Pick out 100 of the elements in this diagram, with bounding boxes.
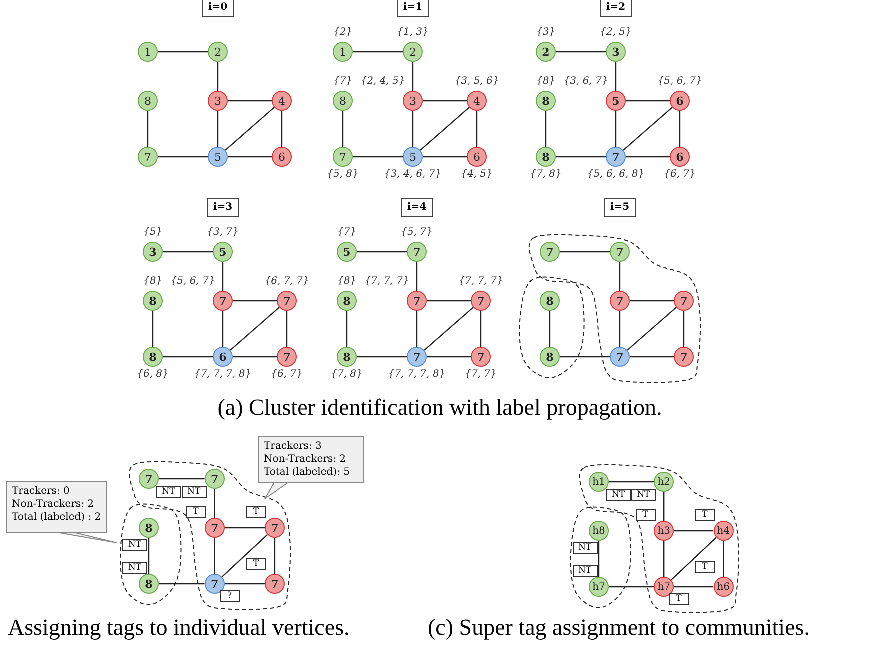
tag-box: ? <box>220 590 240 602</box>
edge-line <box>357 356 407 358</box>
edge-line <box>233 356 277 358</box>
tag-box: NT <box>606 489 632 501</box>
neighbor-label-set: {6, 7, 7} <box>264 276 310 287</box>
neighbor-label-set: {3, 4, 6, 7} <box>384 169 442 180</box>
vertex-circle: h4 <box>714 521 734 541</box>
callout-text: Trackers: 0 <box>12 485 71 498</box>
edge-line <box>148 538 150 574</box>
neighbor-label-set: {5} <box>143 227 163 238</box>
callout-text: Trackers: 3 <box>264 440 323 453</box>
edge-line <box>423 156 467 158</box>
neighbor-label-set: {4, 5} <box>461 169 493 180</box>
tag-box: NT <box>122 539 148 551</box>
neighbor-label-set: {7} <box>337 227 357 238</box>
edge-line <box>286 311 288 347</box>
tag-box: NT <box>572 565 598 577</box>
callout-text: Non-Trackers: 2 <box>12 498 96 511</box>
vertex-circle: 8 <box>139 518 159 538</box>
iteration-box: i=0 <box>202 0 234 17</box>
edge-line <box>609 586 654 588</box>
neighbor-label-set: {5, 8} <box>327 169 359 180</box>
vertex-circle: 7 <box>204 518 225 538</box>
edge-line <box>274 538 276 574</box>
vertex-circle: 8 <box>333 91 353 111</box>
edge-line <box>427 300 471 302</box>
vertex-circle: 6 <box>670 91 690 111</box>
tag-box: T <box>246 506 266 518</box>
vertex-circle: 7 <box>138 147 158 167</box>
vertex-circle: 7 <box>139 469 159 489</box>
vertex-circle: h6 <box>714 577 734 597</box>
vertex-circle: h2 <box>654 472 674 492</box>
callout-text: Non-Trackers: 2 <box>264 453 348 466</box>
vertex-circle: 7 <box>277 291 297 311</box>
neighbor-label-set: {8} <box>143 276 163 287</box>
edge-line <box>598 541 600 577</box>
edge-line <box>683 311 685 347</box>
vertex-circle: 7 <box>204 469 225 489</box>
edge-line <box>412 62 414 91</box>
callout-text: Total (labeled): 5 <box>264 466 351 479</box>
vertex-circle: 7 <box>264 574 285 594</box>
vertex-circle: 3 <box>403 91 423 111</box>
vertex-circle: h7 <box>589 577 609 597</box>
edge-line <box>357 251 407 253</box>
vertex-circle: 2 <box>208 42 228 62</box>
vertex-circle: 3 <box>208 91 228 111</box>
neighbor-label-set: {7, 7, 7, 8} <box>388 369 446 380</box>
vertex-circle: h3 <box>654 521 674 541</box>
neighbor-label-set: {6, 7} <box>271 369 303 380</box>
figure-caption: (c) Super tag assignment to communities. <box>428 615 810 641</box>
vertex-circle: 8 <box>143 347 163 367</box>
edge-line <box>560 356 610 358</box>
neighbor-label-set: {5, 6, 7} <box>658 76 702 87</box>
vertex-circle: 7 <box>204 574 225 594</box>
edge-line <box>627 307 677 351</box>
edge-line <box>626 156 670 158</box>
neighbor-label-set: {5, 7} <box>401 227 433 238</box>
figure-caption: Assigning tags to individual vertices. <box>8 615 350 641</box>
edge-line <box>664 541 665 577</box>
neighbor-label-set: {8} <box>337 276 357 287</box>
vertex-circle: 6 <box>272 147 292 167</box>
edge-line <box>424 307 474 351</box>
edge-line <box>619 262 621 291</box>
vertex-circle: 8 <box>337 291 357 311</box>
vertex-circle: 8 <box>540 347 560 367</box>
neighbor-label-set: {3, 7} <box>207 227 239 238</box>
vertex-circle: 1 <box>138 42 158 62</box>
vertex-circle: 7 <box>610 291 630 311</box>
vertex-circle: 7 <box>471 347 491 367</box>
edge-line <box>159 583 205 585</box>
tag-box: NT <box>156 486 182 498</box>
vertex-circle: 1 <box>333 42 353 62</box>
vertex-circle: 2 <box>403 42 423 62</box>
tag-box: T <box>246 558 266 570</box>
vertex-circle: 5 <box>213 242 233 262</box>
vertex-circle: 8 <box>536 147 556 167</box>
edge-line <box>163 251 213 253</box>
edge-line <box>626 100 670 102</box>
tag-box: T <box>636 509 656 521</box>
vertex-circle: 7 <box>333 147 353 167</box>
neighbor-label-set: {3} <box>536 27 556 38</box>
vertex-circle: 7 <box>610 242 630 262</box>
neighbor-label-set: {7, 7, 7} <box>458 276 504 287</box>
vertex-circle: 7 <box>674 291 694 311</box>
vertex-circle: 8 <box>536 91 556 111</box>
neighbor-label-set: {2} <box>333 27 353 38</box>
vertex-circle: 4 <box>467 91 487 111</box>
vertex-circle: 7 <box>606 147 626 167</box>
tag-box: NT <box>572 542 598 554</box>
vertex-circle: 5 <box>606 91 626 111</box>
neighbor-label-set: {7, 8} <box>530 169 562 180</box>
edge-line <box>217 111 219 147</box>
edge-line <box>214 538 216 574</box>
neighbor-label-set: {7} <box>333 76 353 87</box>
edge-line <box>674 530 714 532</box>
neighbor-label-set: {6, 7} <box>664 169 696 180</box>
edge-line <box>615 111 617 147</box>
vertex-circle: 7 <box>213 291 233 311</box>
edge-line <box>159 478 205 480</box>
neighbor-label-set: {1, 3} <box>397 27 429 38</box>
